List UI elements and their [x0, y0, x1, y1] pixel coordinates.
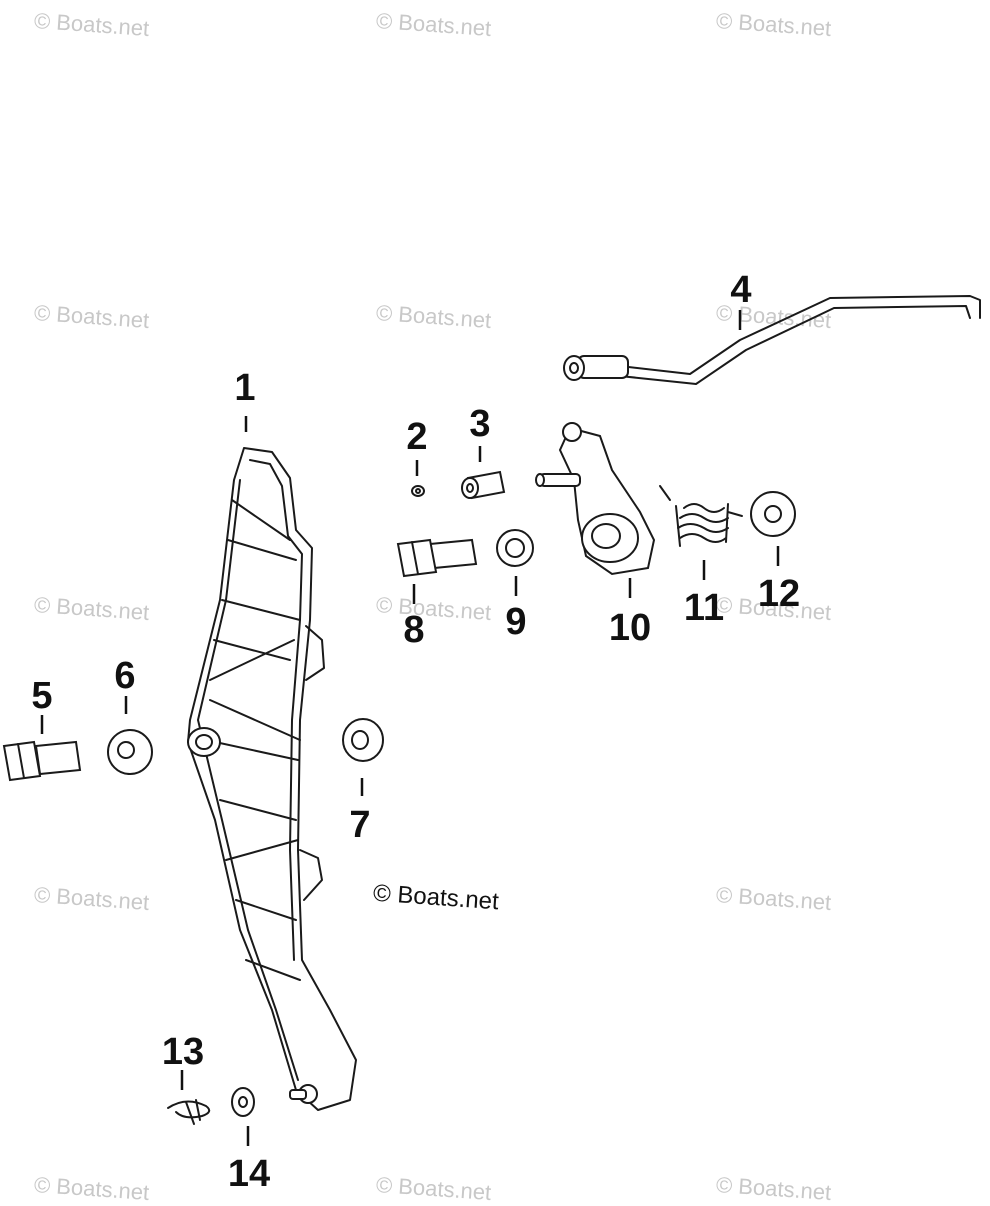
callout-14: 14: [228, 1153, 270, 1195]
callout-6: 6: [114, 655, 135, 697]
part-13-clip: [167, 1099, 211, 1125]
callout-8: 8: [403, 609, 424, 651]
part-14-washer: [231, 1087, 255, 1117]
callout-11: 11: [684, 587, 724, 629]
part-8-bolt: [396, 538, 478, 578]
part-2-small-washer: [411, 485, 425, 497]
part-10-lever: [535, 422, 656, 576]
callout-4: 4: [730, 269, 751, 311]
part-11-spring: [659, 485, 743, 547]
callout-10: 10: [609, 607, 651, 649]
callout-numbers: 1 2 3 4 5 6 7 8 9 10 11 12 13 14: [31, 269, 800, 1195]
part-1-bracket: [187, 447, 357, 1111]
callout-3: 3: [469, 403, 490, 445]
part-12-washer: [750, 491, 796, 537]
callout-1: 1: [234, 367, 255, 409]
part-3-bushing: [461, 470, 506, 500]
leader-lines: [40, 310, 780, 1146]
callout-5: 5: [31, 675, 52, 717]
callout-9: 9: [505, 601, 526, 643]
callout-2: 2: [406, 416, 427, 458]
callout-12: 12: [758, 573, 800, 615]
part-6-thick-washer: [107, 729, 153, 775]
part-4-link-rod: [563, 295, 981, 385]
callout-13: 13: [162, 1031, 204, 1073]
callout-7: 7: [349, 804, 370, 846]
part-5-shoulder-bolt: [2, 740, 82, 782]
part-7-flat-washer: [342, 718, 384, 762]
part-9-washer: [496, 529, 534, 567]
